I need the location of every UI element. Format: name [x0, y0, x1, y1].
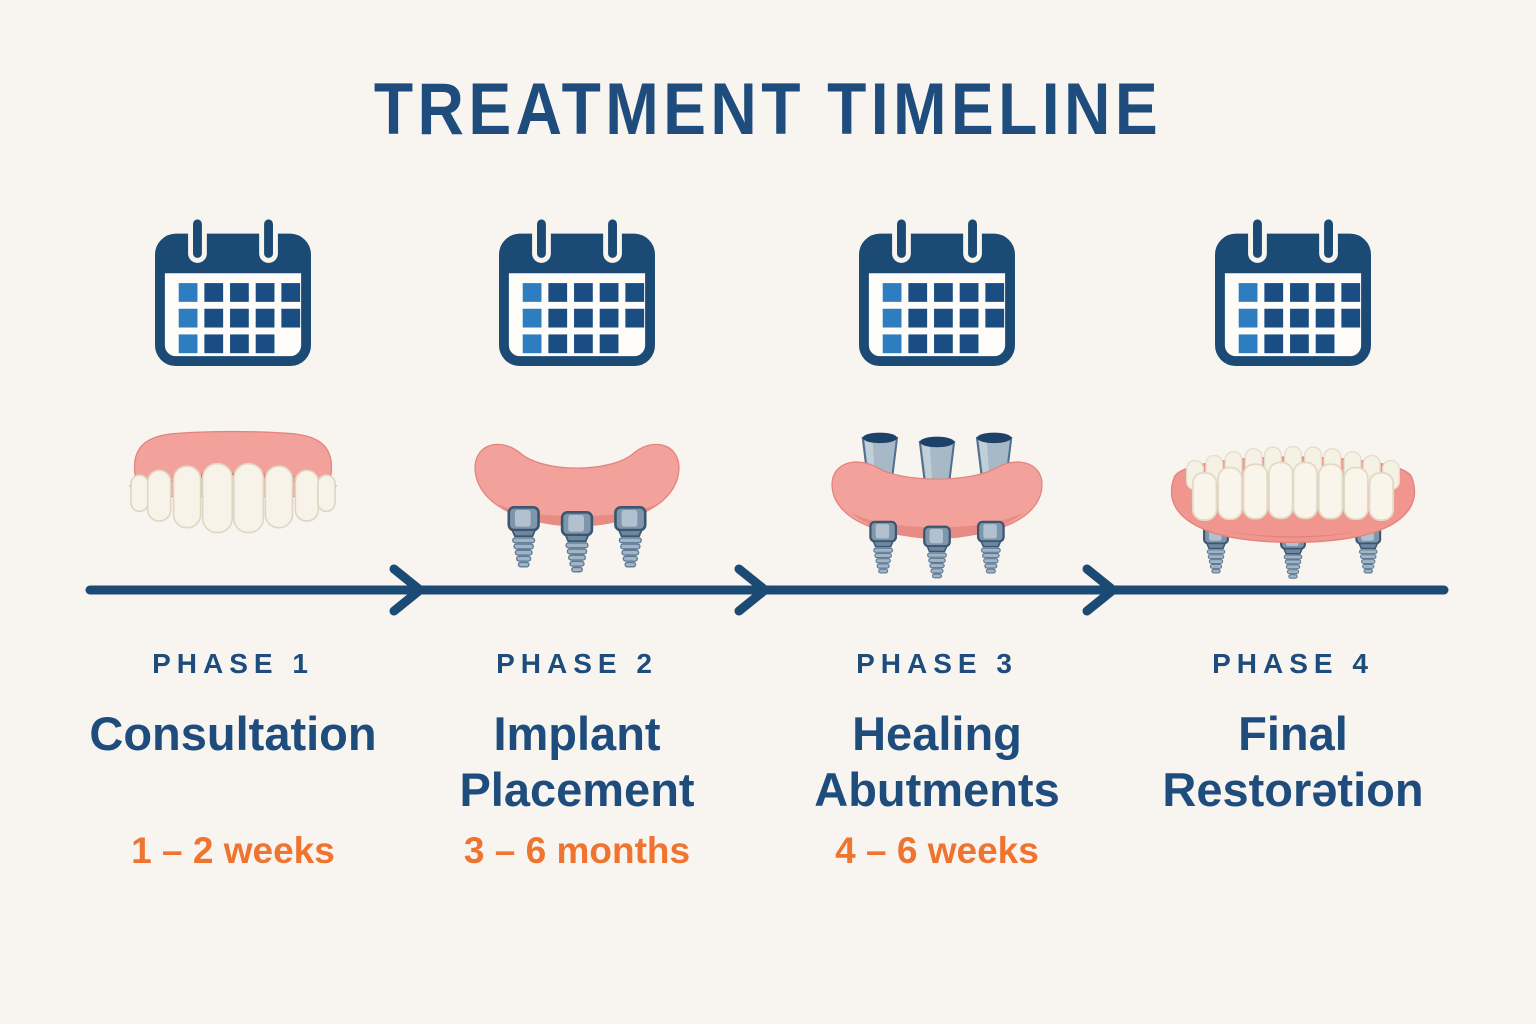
phase-label: PHASE 1: [152, 648, 314, 679]
arrowhead-icon: [389, 564, 425, 616]
arrowhead-icon: [1082, 564, 1118, 616]
gum-arch-implants-illustration: [474, 443, 680, 574]
phase-name: Final Restorətion: [1162, 707, 1424, 816]
phase-column-2: PHASE 2 Implant Placement 3 – 6 months: [407, 200, 747, 960]
upper-teeth-illustration: [129, 430, 337, 534]
phase-label: PHASE 4: [1212, 648, 1374, 679]
phase-name: Implant Placement: [459, 707, 695, 816]
phase-label: PHASE 2: [496, 648, 658, 679]
phase-name: Healing Abutments: [814, 707, 1060, 816]
phase-duration: 1 – 2 weeks: [131, 830, 335, 871]
phase-duration: 4 – 6 weeks: [835, 830, 1039, 871]
full-denture-illustration: [1170, 445, 1416, 580]
phase-name: Consultation: [89, 707, 377, 760]
calendar-icon: [154, 214, 312, 367]
phase-duration: 3 – 6 months: [463, 830, 691, 871]
timeline-arrow: [85, 564, 1449, 616]
phase-column-4: PHASE 4 Final Restorətion: [1123, 200, 1463, 960]
arrowhead-icon: [734, 564, 770, 616]
page-title: TREATMENT TIMELINE: [373, 69, 1163, 150]
phase-column-3: PHASE 3 Healing Abutments 4 – 6 weeks: [767, 200, 1107, 960]
phase-column-1: PHASE 1 Consultation 1 – 2 weeks: [63, 200, 403, 960]
calendar-icon: [498, 214, 656, 367]
calendar-icon: [858, 214, 1016, 367]
phase-label: PHASE 3: [856, 648, 1018, 679]
calendar-icon: [1214, 214, 1372, 367]
healing-abutments-illustration: [831, 431, 1043, 579]
